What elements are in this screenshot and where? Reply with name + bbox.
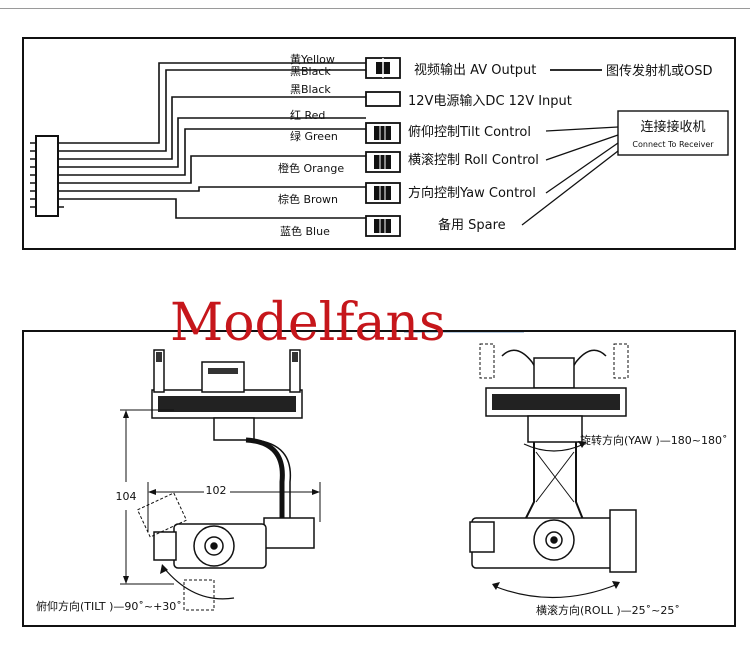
connector-label-tilt: 俯仰控制Tilt Control	[408, 124, 531, 140]
receiver-lines	[521, 126, 619, 226]
gimbal-front-view	[469, 343, 637, 599]
plug-tilt	[365, 122, 401, 144]
gimbal-drawing: 104 102 俯仰方向(TILT )—90˚~+30˚	[36, 332, 727, 617]
wire-label-yellow: 黄Yellow	[290, 52, 335, 66]
connector-label-yaw: 方向控制Yaw Control	[408, 185, 536, 201]
wire-label-blue: 蓝色 Blue	[280, 224, 330, 238]
plug-av-output	[365, 57, 401, 79]
dimension-height-value: 104	[116, 490, 137, 503]
tilt-range-label: 俯仰方向(TILT )—90˚~+30˚	[36, 599, 182, 613]
wiring-diagram: 黄Yellow 黑Black 黑Black 红 Red 绿 Green 橙色 O…	[30, 52, 729, 238]
wire-green	[64, 128, 366, 176]
dimension-width-value: 102	[206, 484, 227, 497]
wire-bundle	[64, 62, 366, 219]
wire-label-green: 绿 Green	[290, 129, 338, 143]
wire-label-black-1: 黑Black	[290, 65, 331, 78]
main-connector	[30, 135, 64, 217]
roll-range-label: 横滚方向(ROLL )—25˚~25˚	[536, 603, 680, 617]
plug-dc-input	[365, 91, 401, 107]
watermark-modelfans: Modelfans	[170, 293, 446, 353]
wire-label-brown: 棕色 Brown	[278, 192, 338, 206]
wire-label-red: 红 Red	[290, 109, 325, 122]
wire-black2	[64, 96, 366, 160]
osd-label: 图传发射机或OSD	[606, 63, 713, 79]
wire-blue	[64, 198, 366, 219]
receiver-title: 连接接收机	[640, 119, 705, 135]
receiver-box: 连接接收机 Connect To Receiver	[617, 110, 729, 156]
top-divider	[0, 8, 750, 9]
gimbal-side-view	[136, 349, 315, 611]
connector-label-roll: 横滚控制 Roll Control	[408, 152, 539, 168]
plug-roll	[365, 151, 401, 173]
wire-label-orange: 橙色 Orange	[278, 161, 344, 175]
receiver-subtitle: Connect To Receiver	[632, 140, 714, 149]
wire-orange	[64, 155, 366, 184]
wire-black1	[64, 69, 366, 152]
wire-yellow	[64, 62, 366, 144]
connector-label-dc-input: 12V电源输入DC 12V Input	[408, 93, 572, 109]
wire-label-black-2: 黑Black	[290, 83, 331, 96]
yaw-range-label: 旋转方向(YAW )—180~180˚	[580, 433, 727, 447]
wire-brown	[64, 186, 366, 192]
plug-spare	[365, 215, 401, 237]
connector-label-spare: 备用 Spare	[438, 217, 506, 233]
plug-yaw	[365, 182, 401, 204]
wiring-diagram-panel: 黄Yellow 黑Black 黑Black 红 Red 绿 Green 橙色 O…	[22, 37, 736, 250]
gimbal-dimensions-panel: 104 102 俯仰方向(TILT )—90˚~+30˚	[22, 330, 736, 627]
dimension-width	[147, 482, 321, 532]
wire-red	[64, 117, 366, 168]
dimension-height	[120, 409, 174, 585]
connector-label-av-output: 视频输出 AV Output	[414, 62, 536, 78]
